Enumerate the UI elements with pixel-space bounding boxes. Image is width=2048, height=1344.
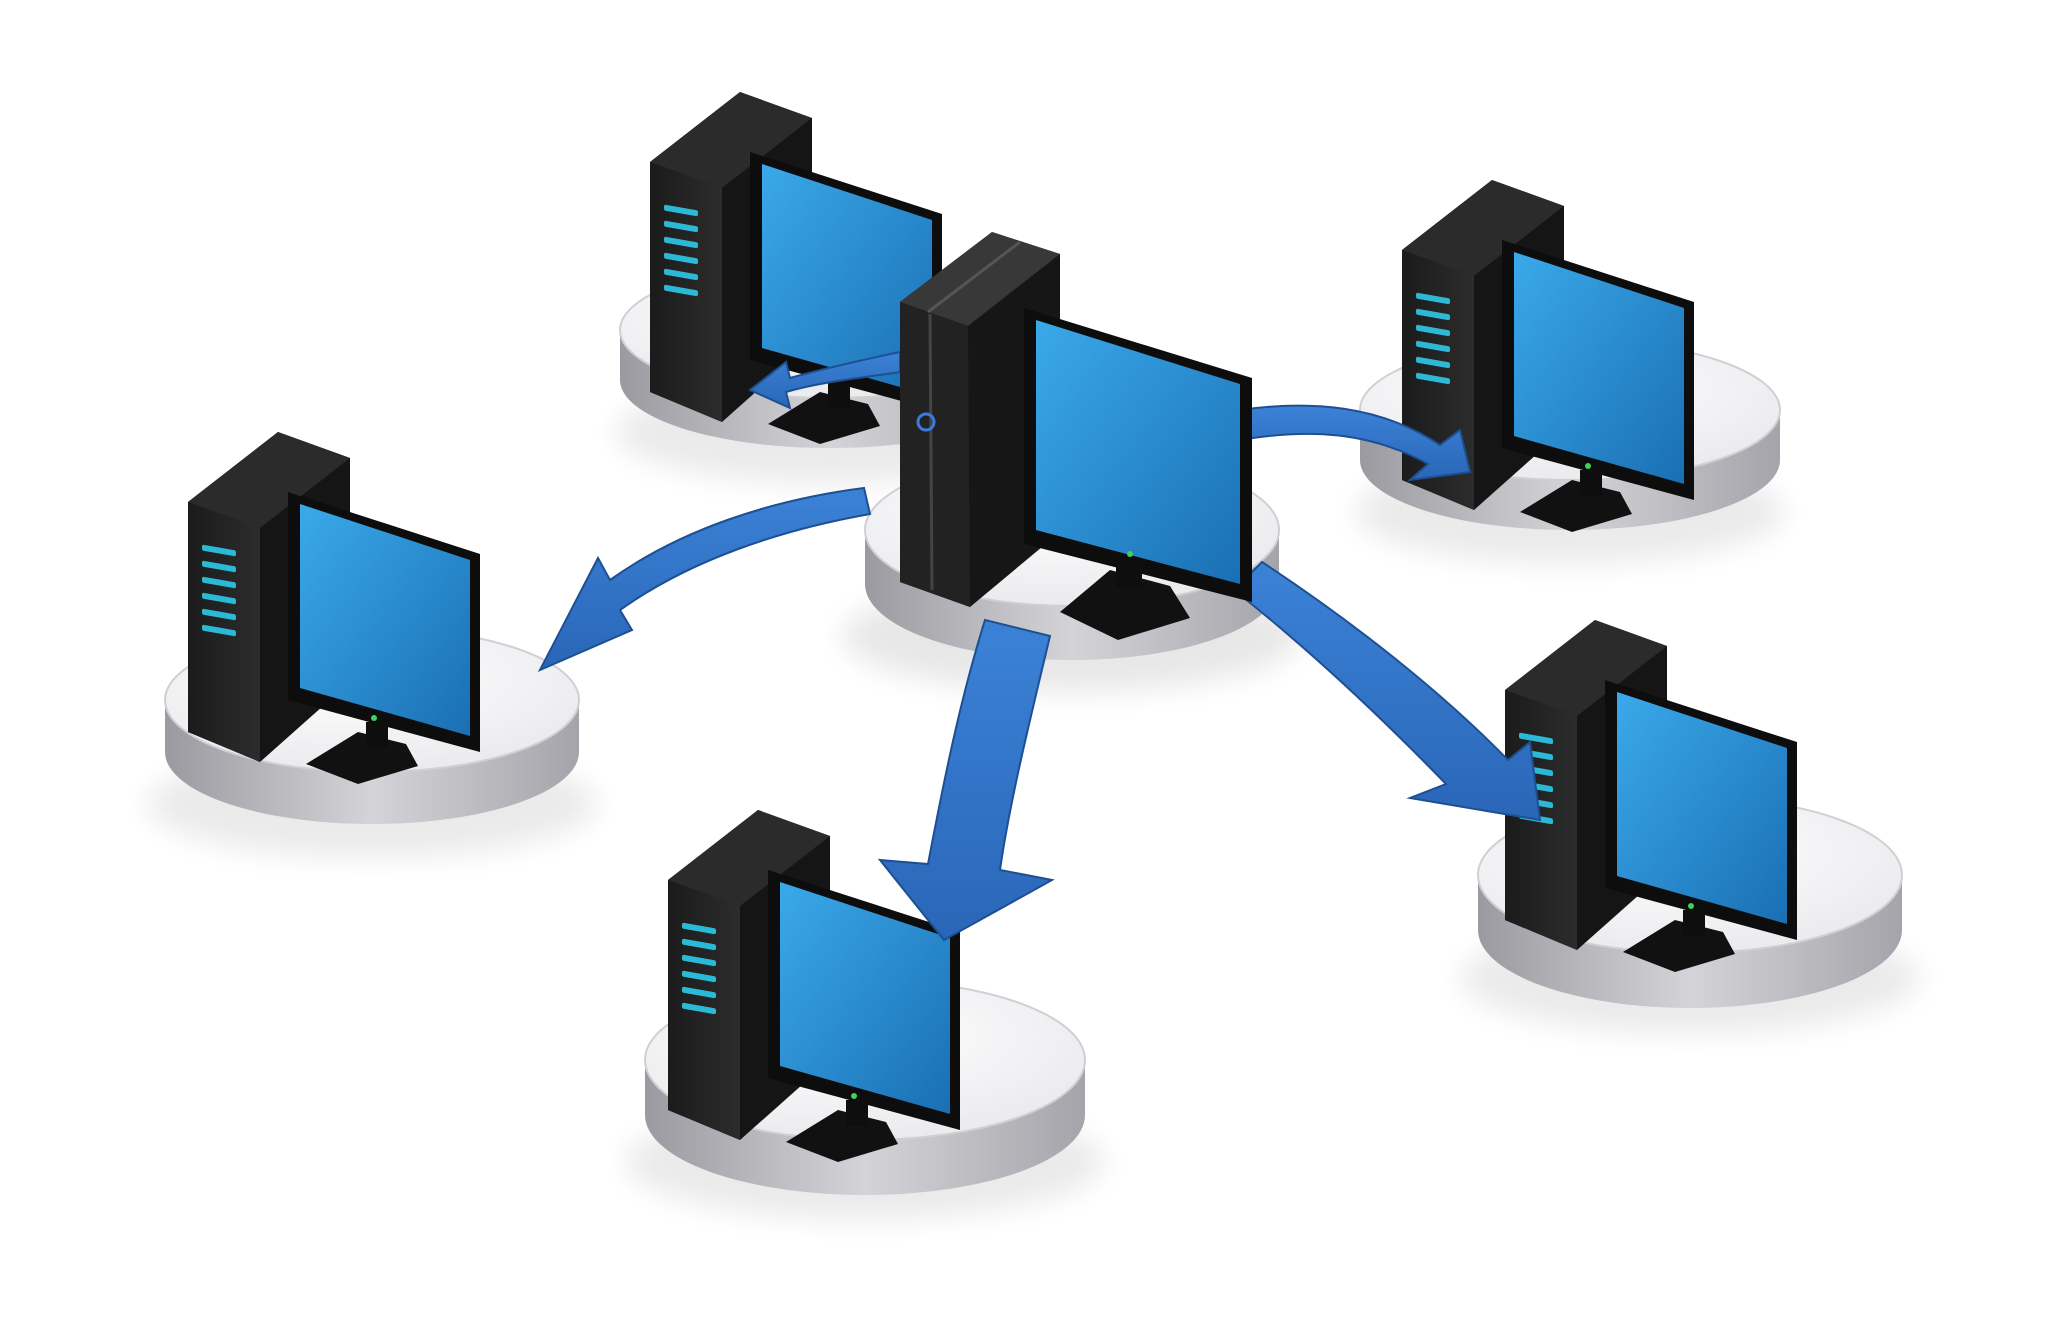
client-left: [188, 432, 480, 784]
arrows: [537, 350, 1542, 942]
arrow-to-client-top-left: [748, 350, 901, 410]
desktop-computer-icon: [650, 92, 942, 444]
arrow-to-client-right: [1232, 560, 1542, 822]
arrow-to-client-bottom: [877, 618, 1055, 942]
server-computer-icon: [900, 232, 1252, 640]
desktop-computer-icon: [188, 432, 480, 784]
desktop-computer-icon: [668, 810, 960, 1162]
arrow-to-client-top-right: [1239, 404, 1472, 482]
central-computer: [900, 232, 1252, 640]
client-top-left: [650, 92, 942, 444]
arrow-to-client-left: [537, 486, 872, 673]
client-bottom: [668, 810, 960, 1162]
